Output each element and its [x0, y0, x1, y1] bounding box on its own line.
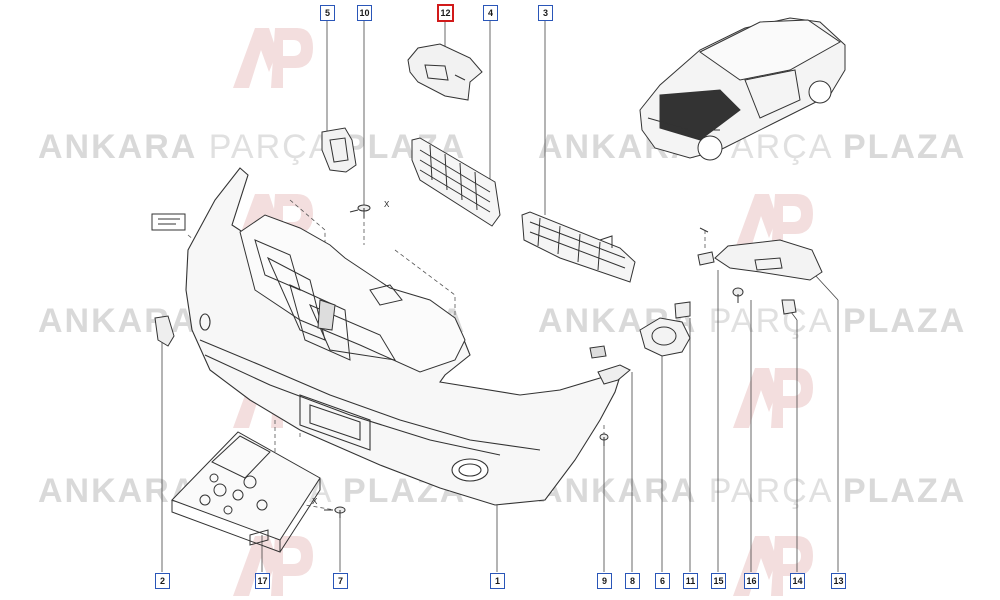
callout-9[interactable]: 9 — [597, 573, 612, 589]
callout-2[interactable]: 2 — [155, 573, 170, 589]
callout-17[interactable]: 17 — [255, 573, 270, 589]
part-14-clip — [781, 299, 797, 315]
part-2-bracket — [154, 315, 175, 347]
callout-1[interactable]: 1 — [490, 573, 505, 589]
callout-6[interactable]: 6 — [655, 573, 670, 589]
part-9-screw — [599, 433, 609, 446]
x-marker: X — [384, 200, 390, 209]
part-3-lower-grille — [521, 211, 636, 283]
callout-5[interactable]: 5 — [320, 5, 335, 21]
x-marker: X — [312, 497, 318, 506]
watermark-logo-icon — [233, 28, 313, 88]
callout-3[interactable]: 3 — [538, 5, 553, 21]
callout-15[interactable]: 15 — [711, 573, 726, 589]
watermark-logo-icon — [733, 368, 813, 428]
part-16-screw — [732, 287, 744, 303]
callout-10[interactable]: 10 — [357, 5, 372, 21]
part-8-side-bracket — [597, 364, 631, 385]
callout-16[interactable]: 16 — [744, 573, 759, 589]
part-7-screw — [324, 506, 346, 518]
label-plate — [151, 213, 186, 231]
callout-7[interactable]: 7 — [333, 573, 348, 589]
callout-8[interactable]: 8 — [625, 573, 640, 589]
watermark-logo-icon — [733, 194, 813, 254]
retainer-clip — [589, 345, 607, 359]
part-13-side-bracket — [699, 227, 823, 281]
callout-4[interactable]: 4 — [483, 5, 498, 21]
callout-14[interactable]: 14 — [790, 573, 805, 589]
bumper-grille-insert — [239, 214, 466, 373]
watermark-logo-icon — [233, 536, 313, 596]
watermark-row-1-left: ANKARA PARÇA PLAZA — [38, 128, 467, 166]
part-6-fog-bracket — [639, 317, 691, 357]
callout-12[interactable]: 12 — [438, 5, 453, 21]
callout-13[interactable]: 13 — [831, 573, 846, 589]
car-illustration — [639, 17, 846, 161]
part-4-upper-grille — [411, 137, 501, 227]
callout-11[interactable]: 11 — [683, 573, 698, 589]
part-10-screw — [349, 204, 371, 218]
part-5-bracket — [321, 127, 357, 173]
watermark-row-3-right: ANKARA PARÇA PLAZA — [538, 472, 967, 510]
part-11-clip — [674, 301, 691, 319]
part-12-shield — [407, 43, 483, 101]
part-17-clip-box — [171, 431, 321, 553]
leader-lines — [161, 19, 839, 572]
part-15-clip — [697, 251, 715, 266]
